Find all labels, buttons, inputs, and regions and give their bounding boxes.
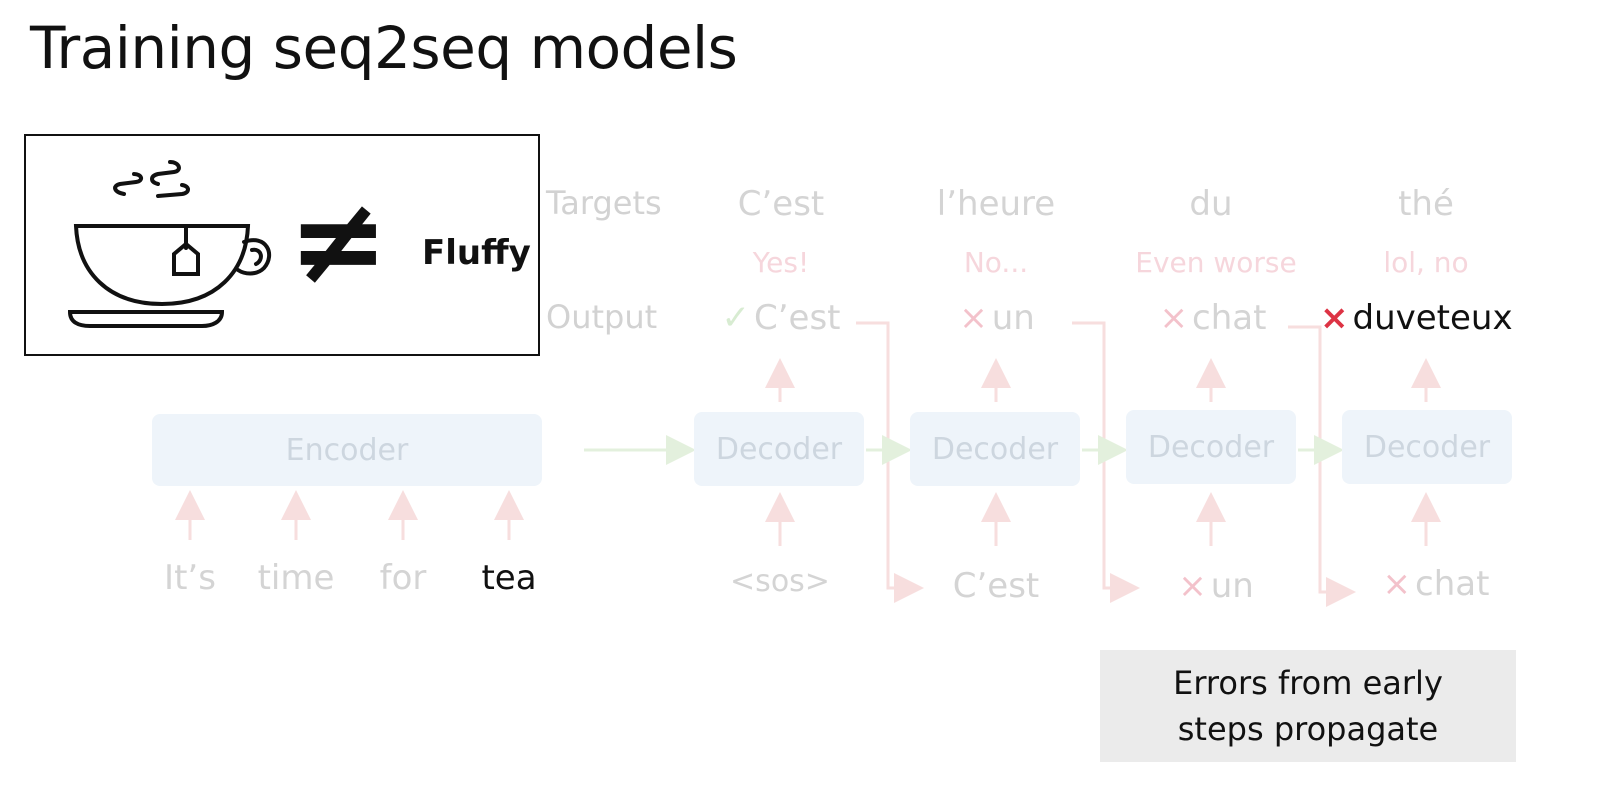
target-word-3: du	[1189, 184, 1233, 224]
decoder-box-4: Decoder	[1342, 410, 1512, 484]
feedback-path-1	[856, 321, 924, 603]
source-token-1: It’s	[164, 558, 216, 598]
target-word-1: C’est	[737, 184, 825, 224]
output-word-3: ×chat	[1138, 298, 1288, 338]
fluffy-label: Fluffy	[422, 233, 531, 273]
teacup-not-fluffy-panel: ≠	[24, 134, 540, 356]
decoder-box-1: Decoder	[694, 412, 864, 486]
page-title: Training seq2seq models	[30, 14, 738, 82]
comment-1: Yes!	[752, 246, 810, 279]
not-equal-icon: ≠	[288, 172, 389, 311]
cross-icon: ×	[1320, 298, 1349, 338]
decoder-input-4: ×chat	[1361, 564, 1511, 604]
comment-3: Even worse	[1135, 246, 1297, 279]
output-text-3: chat	[1192, 298, 1267, 338]
cross-icon: ×	[959, 298, 988, 338]
output-text-2: un	[991, 298, 1035, 338]
comment-4: lol, no	[1383, 246, 1469, 279]
decoder-input-text-4: chat	[1415, 564, 1490, 604]
row-label-output: Output	[546, 298, 658, 336]
decoder-input-2: C’est	[952, 566, 1040, 606]
source-token-2: time	[257, 558, 335, 598]
output-word-1: ✓C’est	[706, 298, 856, 338]
check-icon: ✓	[721, 298, 750, 338]
decoder-box-2: Decoder	[910, 412, 1080, 486]
error-propagation-note: Errors from early steps propagate	[1100, 650, 1516, 762]
cross-icon: ×	[1178, 566, 1207, 606]
decoder-input-3: ×un	[1141, 566, 1291, 606]
encoder-box: Encoder	[152, 414, 542, 486]
target-word-2: l’heure	[936, 184, 1056, 224]
feedback-path-2	[1072, 321, 1140, 603]
target-word-4: thé	[1398, 184, 1454, 224]
output-text-4: duveteux	[1352, 298, 1513, 338]
source-token-4: tea	[481, 558, 537, 598]
comment-2: No...	[963, 246, 1029, 279]
cross-icon: ×	[1159, 298, 1189, 338]
decoder-input-text-3: un	[1210, 566, 1254, 606]
note-text: Errors from early steps propagate	[1173, 664, 1443, 748]
output-word-4: ×duveteux	[1320, 298, 1513, 338]
teacup-icon	[67, 160, 272, 328]
output-text-1: C’est	[753, 298, 841, 338]
decoder-box-3: Decoder	[1126, 410, 1296, 484]
source-token-3: for	[379, 558, 427, 598]
output-word-2: ×un	[922, 298, 1072, 338]
decoder-input-1: <sos>	[730, 564, 830, 599]
feedback-path-3	[1288, 325, 1356, 607]
cross-icon: ×	[1382, 564, 1412, 604]
row-label-targets: Targets	[546, 184, 662, 222]
